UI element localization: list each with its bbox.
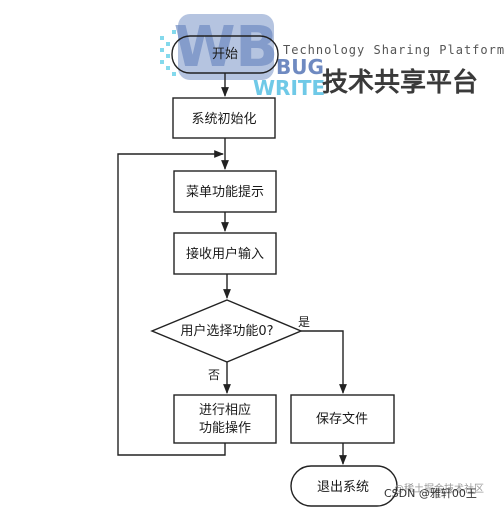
menu-label: 菜单功能提示 [186, 184, 264, 200]
init-label: 系统初始化 [191, 112, 256, 127]
logo-letters: WB [174, 15, 278, 80]
init-box [172, 97, 276, 139]
watermark-logo: WB BUG WRITE [160, 14, 325, 100]
process-label-line2: 功能操作 [199, 420, 251, 436]
end-label: 退出系统 [317, 480, 369, 495]
end-terminal [290, 465, 398, 507]
decision-label: 用户选择功能0? [180, 323, 273, 339]
start-label: 开始 [212, 47, 238, 62]
edge-loop-back [117, 150, 226, 456]
input-box [173, 232, 277, 275]
edge-decision-yes [301, 330, 347, 394]
watermark-faint-text: @稀土掘金技术社区 [394, 482, 484, 495]
watermark-tagline: Technology Sharing Platform [283, 43, 504, 57]
process-label-line1: 进行相应 [199, 402, 251, 418]
save-box [290, 394, 395, 444]
edge-label-yes: 是 [298, 315, 310, 329]
logo-write-text: WRITE [253, 76, 325, 100]
logo-pixel-dots [160, 30, 176, 76]
save-label: 保存文件 [316, 412, 368, 427]
logo-bug-text: BUG [276, 55, 324, 79]
edge-label-no: 否 [208, 368, 220, 382]
watermark-csdn-credit: CSDN @雅轩00王 [384, 486, 477, 500]
watermark-brand-cn: 技术共享平台 [322, 67, 478, 98]
process-box [173, 394, 277, 444]
input-label: 接收用户输入 [186, 246, 264, 262]
